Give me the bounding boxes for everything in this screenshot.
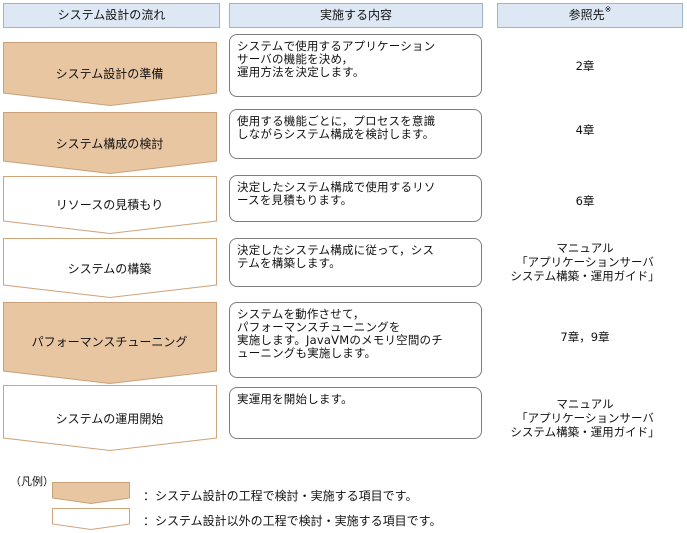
step-reference-4: マニュアル 「アプリケーションサーバ システム構築・運用ガイド」 bbox=[510, 241, 660, 283]
step-content-1: システムで使用するアプリケーション サーバの機能を決め， 運用方法を決定します。 bbox=[229, 34, 482, 97]
step-content-5: システムを動作させて， パフォーマンスチューニングを 実施します。JavaVMの… bbox=[229, 302, 482, 378]
step-arrow-shape bbox=[3, 112, 217, 175]
step-label-1: システム設計の準備 bbox=[55, 67, 164, 81]
step-content-3: 決定したシステム構成で使用するリソ ースを見積もります。 bbox=[229, 175, 482, 222]
step-label-6: システムの運用開始 bbox=[55, 412, 164, 426]
header-content: 実施する内容 bbox=[229, 3, 483, 28]
header-reference-mark: ※ bbox=[604, 5, 612, 14]
step-label-4: システムの構築 bbox=[67, 262, 152, 276]
step-arrow-shape bbox=[3, 238, 217, 299]
legend-white-arrow bbox=[52, 508, 130, 531]
step-arrow-2 bbox=[3, 112, 217, 175]
step-arrow-5 bbox=[3, 302, 217, 385]
step-arrow-3 bbox=[3, 176, 217, 235]
header-design-flow: システム設計の流れ bbox=[3, 3, 220, 28]
step-content-2: 使用する機能ごとに，プロセスを意識 しながらシステム構成を検討します。 bbox=[229, 109, 482, 159]
legend-white-text: ：システム設計以外の工程で検討・実施する項目です。 bbox=[143, 514, 442, 528]
step-arrow-shape bbox=[3, 385, 217, 452]
legend-tan-arrow bbox=[52, 482, 130, 505]
step-content-4: 決定したシステム構成に従って，シス テムを構築します。 bbox=[229, 238, 482, 287]
step-arrow-4 bbox=[3, 238, 217, 299]
step-content-6: 実運用を開始します。 bbox=[229, 387, 482, 439]
legend-tan-text: ：システム設計の工程で検討・実施する項目です。 bbox=[143, 489, 418, 503]
legend-arrow-shape bbox=[52, 508, 130, 531]
step-arrow-shape bbox=[3, 42, 217, 107]
step-label-3: リソースの見積もり bbox=[55, 198, 164, 212]
header-reference: 参照先※ bbox=[497, 3, 683, 28]
step-arrow-shape bbox=[3, 302, 217, 385]
step-label-5: パフォーマンスチューニング bbox=[31, 335, 188, 349]
legend-arrow-shape bbox=[52, 482, 130, 505]
step-reference-6: マニュアル 「アプリケーションサーバ システム構築・運用ガイド」 bbox=[510, 397, 660, 439]
header-reference-label: 参照先 bbox=[568, 8, 605, 22]
step-reference-5: 7章，9章 bbox=[560, 330, 610, 344]
step-arrow-6 bbox=[3, 385, 217, 452]
step-arrow-shape bbox=[3, 176, 217, 235]
step-reference-3: 6章 bbox=[575, 194, 595, 208]
step-reference-2: 4章 bbox=[575, 123, 595, 137]
step-label-2: システム構成の検討 bbox=[55, 137, 164, 151]
legend-title: （凡例） bbox=[10, 475, 54, 488]
step-arrow-1 bbox=[3, 42, 217, 107]
step-reference-1: 2章 bbox=[575, 59, 595, 73]
